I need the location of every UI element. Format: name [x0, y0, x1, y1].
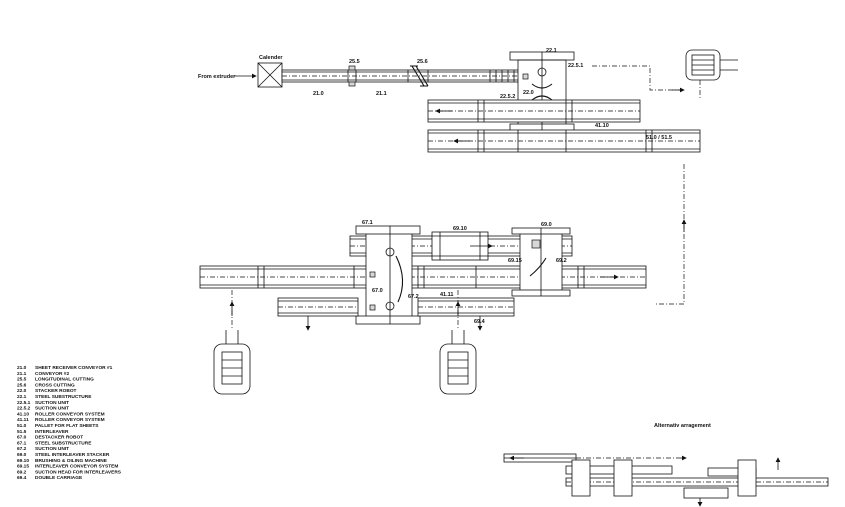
legend-code: 67.2 — [17, 446, 27, 452]
legend-code: 69.0 — [17, 452, 27, 458]
legend-code: 51.5 — [17, 429, 27, 435]
label-69-0: 69.0 — [541, 222, 552, 228]
legend-description: STEEL INTERLEAVER STACKER — [35, 452, 110, 458]
destacker-line: 69.10 67.1 67.0 67.2 69.0 69.15 69.2 41 — [199, 220, 647, 395]
calender-label: Calender — [259, 55, 283, 61]
label-22-1: 22.1 — [546, 48, 557, 54]
label-21-1: 21.1 — [376, 91, 387, 97]
label-69-2: 69.2 — [556, 258, 567, 264]
legend-description: SUCTION HEAD FOR INTERLEAVERS — [35, 469, 122, 475]
legend-description: SUCTION UNIT — [35, 400, 69, 406]
legend-code: 25.5 — [17, 377, 27, 383]
legend-code: 22.5.2 — [17, 406, 31, 412]
legend-code: 22.5.1 — [17, 400, 31, 406]
legend-code: 69.2 — [17, 469, 27, 475]
label-22-5-2: 22.5.2 — [500, 94, 515, 100]
legend-description: INTERLEAVER — [35, 429, 69, 435]
label-21-0: 21.0 — [313, 91, 324, 97]
legend-description: LONGITUDINAL CUTTING — [35, 377, 94, 383]
label-67-1: 67.1 — [362, 220, 373, 226]
legend-code: 67.1 — [17, 440, 27, 446]
legend-code: 21.0 — [17, 365, 27, 371]
label-67-2: 67.2 — [408, 294, 419, 300]
forklift-top-right — [685, 49, 738, 81]
label-25-6: 25.6 — [417, 59, 428, 65]
legend-description: SUCTION UNIT — [35, 446, 69, 452]
label-25-5: 25.5 — [349, 59, 360, 65]
top-production-line: Calender From extruder 21.0 21.1 25.5 25… — [198, 48, 738, 305]
legend-description: STEEL SUBSTRUCTURE — [35, 440, 92, 446]
legend-code: 25.6 — [17, 382, 27, 388]
legend-description: CONVEYOR #2 — [35, 371, 69, 377]
forklift-bottom-middle — [439, 290, 477, 395]
label-22-0: 22.0 — [523, 90, 534, 96]
legend-description: DOUBLE CARRIAGE — [35, 475, 83, 481]
alternative-arrangement-label: Alternativ arragement — [654, 423, 711, 429]
legend-description: CROSS CUTTING — [35, 382, 75, 388]
legend-code: 69.4 — [17, 475, 27, 481]
legend-description: SUCTION UNIT — [35, 406, 69, 412]
label-41-10: 41.10 — [595, 123, 609, 129]
label-69-4: 69.4 — [474, 319, 486, 325]
legend-code: 22.0 — [17, 388, 27, 394]
legend-code: 69.15 — [17, 464, 29, 470]
legend-description: PALLET FOR FLAT SHEETS — [35, 423, 99, 429]
legend-code: 21.1 — [17, 371, 27, 377]
forklift-bottom-left — [213, 290, 251, 395]
legend-description: STACKER ROBOT — [35, 388, 77, 394]
from-extruder-label: From extruder — [198, 74, 236, 80]
legend: 21.0 SHEET RECEIVER CONVEYOR #1 21.1 CONVEY… — [17, 365, 122, 481]
legend-code: 41.11 — [17, 417, 29, 423]
legend-description: SHEET RECEIVER CONVEYOR #1 — [35, 365, 113, 371]
legend-description: BRUSHING & OILING MACHINE — [35, 458, 108, 464]
legend-description: DESTACKER ROBOT — [35, 435, 83, 441]
label-51-0-51-5: 51.0 / 51.5 — [646, 135, 672, 141]
alternative-arrangement: Alternativ arragement — [503, 423, 829, 507]
legend-description: STEEL SUBSTRUCTURE — [35, 394, 92, 400]
label-69-15: 69.15 — [508, 258, 522, 264]
legend-description: ROLLER CONVEYOR SYSTEM — [35, 411, 105, 417]
label-67-0: 67.0 — [372, 288, 383, 294]
label-41-11: 41.11 — [440, 292, 453, 298]
legend-description: ROLLER CONVEYOR SYSTEM — [35, 417, 105, 423]
legend-code: 67.0 — [17, 435, 27, 441]
legend-description: INTERLEAVER CONVEYOR SYSTEM — [35, 464, 118, 470]
legend-code: 69.10 — [17, 458, 29, 464]
legend-code: 22.1 — [17, 394, 27, 400]
legend-code: 51.0 — [17, 423, 27, 429]
label-22-5-1: 22.5.1 — [568, 63, 583, 69]
legend-code: 41.10 — [17, 411, 29, 417]
label-69-10: 69.10 — [453, 226, 467, 232]
